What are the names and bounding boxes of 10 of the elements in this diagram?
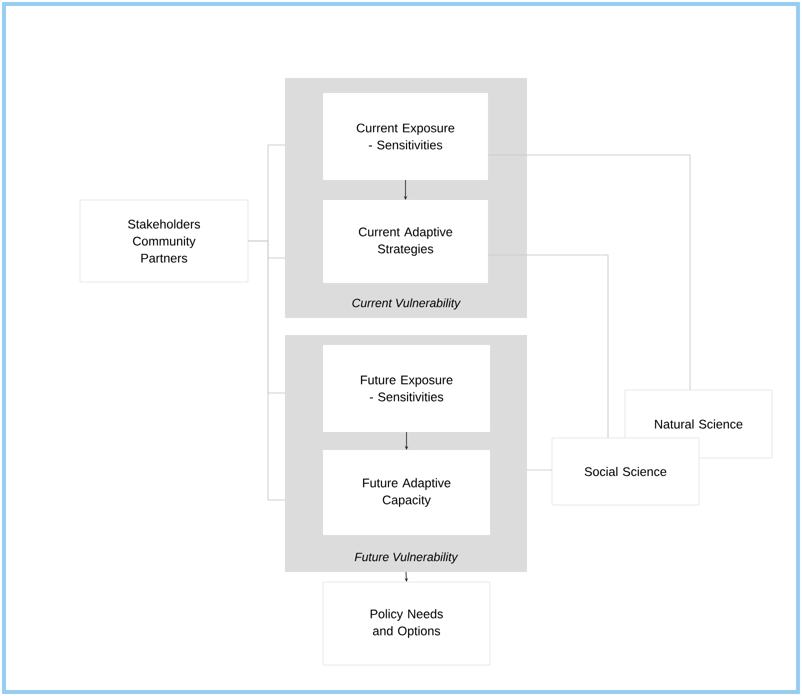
process-box: Current Exposure - Sensitivities — [323, 93, 488, 180]
connector — [488, 154, 690, 390]
process-box: Policy Needs and Options — [322, 582, 490, 666]
process-box: Future Adaptive Capacity — [323, 450, 490, 535]
process-box: Future Exposure - Sensitivities — [323, 345, 490, 432]
process-box: Current Adaptive Strategies — [323, 200, 488, 283]
connector — [248, 240, 286, 500]
process-box: Stakeholders Community Partners — [80, 200, 248, 282]
process-box: Social Science — [552, 438, 700, 506]
connector — [488, 254, 608, 438]
